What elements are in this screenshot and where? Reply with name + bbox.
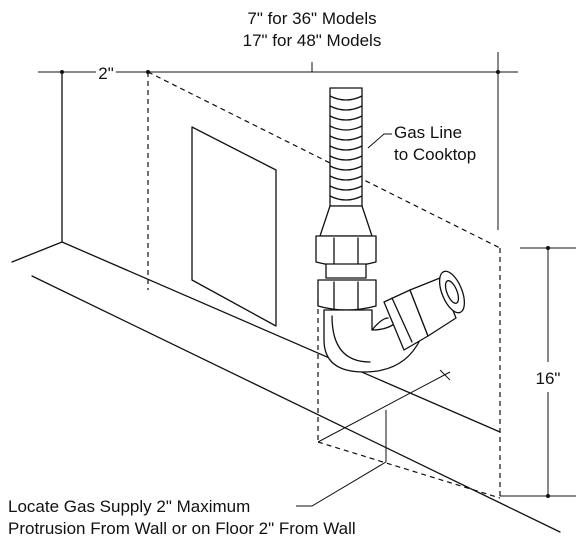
top-dimension-label-2: 17" for 48" Models (243, 31, 382, 50)
left-dimension-label: 2" (98, 64, 114, 83)
upper-hex-nut (315, 235, 377, 267)
gas-line-flex-pipe (329, 87, 363, 207)
side-nut-facet (391, 297, 413, 343)
side-pipe-opening (444, 280, 460, 304)
note-label-2: Protrusion From Wall or on Floor 2" From… (8, 519, 356, 538)
dim-dot-right (496, 70, 500, 74)
height-dot-top (546, 246, 550, 250)
elbow-inner-curve (331, 315, 371, 363)
cutout-outline (147, 71, 501, 499)
dim-dot-mid (146, 70, 150, 74)
gas-line-leader (367, 133, 392, 149)
elbow-fitting (317, 270, 466, 373)
height-dimension (500, 246, 576, 498)
note-leader (296, 461, 387, 507)
cutout-top-dashed (147, 71, 501, 249)
top-dimension-label-1: 7" for 36" Models (247, 9, 376, 28)
gas-line-label-1: Gas Line (394, 123, 462, 142)
floor-wall-line-front (31, 275, 561, 533)
height-dot-bottom (546, 494, 550, 498)
dim-dot-left (60, 70, 64, 74)
flex-pipe-corrugation (329, 95, 363, 201)
thread-section (325, 263, 367, 279)
supply-zone-dashed-bottom (317, 441, 501, 499)
wall-outline (11, 71, 561, 533)
elbow-inner-throat (371, 317, 389, 331)
height-dimension-label: 16" (536, 369, 561, 388)
top-dimension (38, 52, 518, 230)
floor-wall-line-back (61, 241, 501, 433)
floor-left-edge (11, 241, 63, 263)
floor-dimension (317, 369, 451, 462)
upper-fitting (315, 205, 377, 279)
gas-line-label-2: to Cooktop (394, 145, 476, 164)
wall-outlet-panel (191, 126, 277, 327)
note-label-1: Locate Gas Supply 2" Maximum (8, 497, 250, 516)
floor-dimension-end (439, 369, 451, 381)
flare-connector (319, 205, 373, 237)
floor-dimension-line (317, 371, 451, 443)
lower-hex-nut (317, 279, 377, 311)
